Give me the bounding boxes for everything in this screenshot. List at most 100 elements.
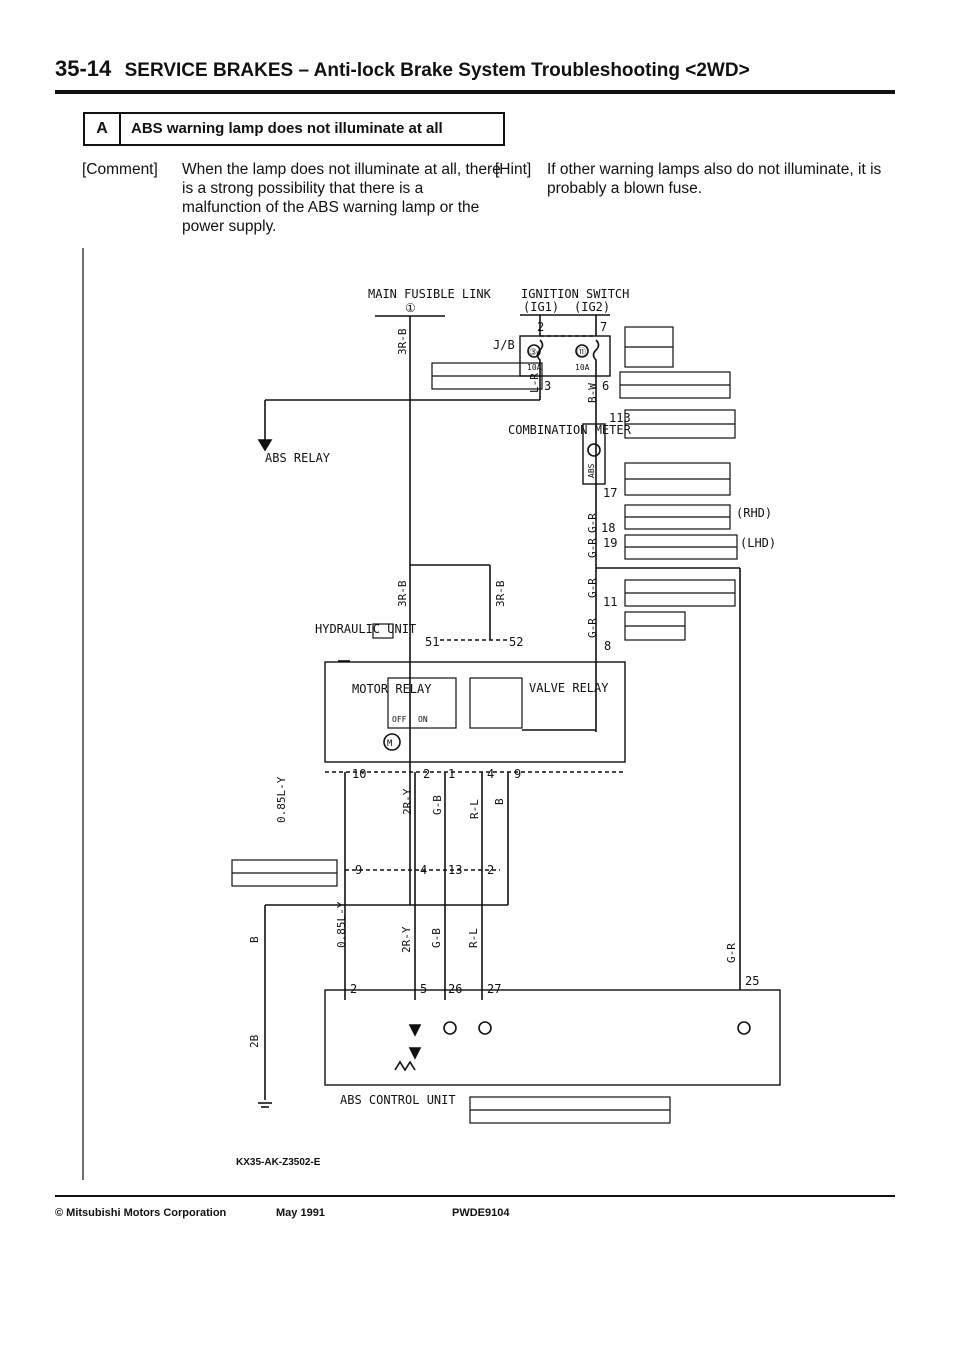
hydraulic-unit-box bbox=[324, 661, 626, 763]
main-fusible-link-label: MAIN FUSIBLE LINK bbox=[368, 287, 492, 301]
page-header: 35-14 SERVICE BRAKES – Anti-lock Brake S… bbox=[55, 56, 895, 82]
wire-2ry-label: 2R-Y bbox=[401, 788, 414, 815]
footer-date: May 1991 bbox=[276, 1207, 325, 1219]
valve-relay-box bbox=[469, 677, 523, 729]
pin-8: 8 bbox=[604, 639, 611, 653]
motor-relay-off: OFF bbox=[392, 715, 407, 724]
pin-4-hu: 4 bbox=[487, 767, 494, 781]
section-letter: A bbox=[85, 114, 121, 144]
ecu-transistor-3 bbox=[737, 1021, 751, 1035]
header-rule bbox=[55, 90, 895, 94]
wire-gr-1: G-R bbox=[586, 513, 599, 533]
ig2-label: (IG2) bbox=[574, 300, 610, 314]
wire-gr-2: G-R bbox=[586, 538, 599, 558]
fuse-a-rating: 10A bbox=[527, 363, 542, 372]
connector-pictograms bbox=[231, 326, 738, 1124]
mfl-number: ① bbox=[405, 301, 416, 315]
section-heading-box: A ABS warning lamp does not illuminate a… bbox=[83, 112, 505, 146]
wire-2ry-low: 2R-Y bbox=[400, 926, 413, 953]
ecu-diode-2 bbox=[408, 1047, 422, 1060]
fuse-a-element bbox=[536, 339, 544, 376]
abs-relay-label: ABS RELAY bbox=[265, 451, 331, 465]
wire-gb-label: G-B bbox=[431, 795, 444, 815]
motor-relay-box bbox=[387, 677, 457, 729]
hint-text: If other warning lamps also do not illum… bbox=[547, 161, 882, 197]
pin-5-ecu: 5 bbox=[420, 982, 427, 996]
pin-2-mid: 2 bbox=[487, 863, 494, 877]
pin-25-ecu: 25 bbox=[745, 974, 759, 988]
pin-10: 10 bbox=[352, 767, 366, 781]
pin-1-hu: 1 bbox=[448, 767, 455, 781]
wire-b-left-label: B bbox=[248, 936, 261, 943]
abs-lamp-label: ABS bbox=[587, 463, 596, 478]
motor-relay-label: MOTOR RELAY bbox=[352, 682, 432, 696]
pin-13-mid: 13 bbox=[448, 863, 462, 877]
valve-relay-label: VALVE RELAY bbox=[529, 681, 609, 695]
rhd-label: (RHD) bbox=[736, 506, 772, 520]
pin-9-mid: 9 bbox=[355, 863, 362, 877]
pin-113: 113 bbox=[609, 411, 631, 425]
wire-rl-label: R-L bbox=[468, 799, 481, 819]
motor-icon bbox=[383, 733, 401, 751]
wire-2b-label: 2B bbox=[248, 1034, 261, 1048]
combination-meter-box bbox=[582, 423, 606, 485]
pin-19: 19 bbox=[603, 536, 617, 550]
pin-17: 17 bbox=[603, 486, 617, 500]
wire-3rb-top: 3R-B bbox=[396, 328, 409, 355]
pin-2-ecu: 2 bbox=[350, 982, 357, 996]
combination-meter-label: COMBINATION METER bbox=[508, 423, 632, 437]
ecu-diode-1 bbox=[408, 1024, 422, 1037]
arrow-abs-relay bbox=[257, 439, 273, 452]
page-title: SERVICE BRAKES – Anti-lock Brake System … bbox=[124, 60, 750, 81]
ecu-transistor-2 bbox=[478, 1021, 492, 1035]
fuse-b-rating: 10A bbox=[575, 363, 590, 372]
wire-gb-low: G-B bbox=[430, 928, 443, 948]
pin-9-hu: 9 bbox=[514, 767, 521, 781]
wire-lr: L-R bbox=[528, 373, 541, 393]
abs-control-unit-box bbox=[324, 989, 781, 1086]
section-heading: ABS warning lamp does not illuminate at … bbox=[131, 120, 443, 137]
hint-label: [Hint] bbox=[495, 161, 532, 178]
wire-3rb-mid-left: 3R-B bbox=[396, 580, 409, 607]
footer-rule bbox=[55, 1195, 895, 1197]
fuse-b-circle bbox=[575, 344, 589, 358]
jb-label: J/B bbox=[493, 338, 515, 352]
footer-doc-number: PWDE9104 bbox=[452, 1207, 510, 1219]
ecu-transistor-1 bbox=[443, 1021, 457, 1035]
pin-27-ecu: 27 bbox=[487, 982, 501, 996]
hydraulic-unit-icon bbox=[372, 623, 394, 639]
lhd-label: (LHD) bbox=[740, 536, 776, 550]
fuse-b-element bbox=[592, 339, 600, 376]
wire-3rb-mid-right: 3R-B bbox=[494, 580, 507, 607]
pin-6: 6 bbox=[602, 379, 609, 393]
ig1-label: (IG1) bbox=[523, 300, 559, 314]
wire-gr-low: G-R bbox=[725, 943, 738, 963]
pin-11: 11 bbox=[603, 595, 617, 609]
fuse-b-number: ⑪ bbox=[577, 347, 586, 358]
fuse-a-number: ③ bbox=[529, 348, 537, 358]
pin-51: 51 bbox=[425, 635, 439, 649]
motor-relay-on: ON bbox=[418, 715, 428, 724]
wire-b-label: B bbox=[493, 798, 506, 805]
pin-52: 52 bbox=[509, 635, 523, 649]
comment-text: When the lamp does not illuminate at all… bbox=[182, 161, 501, 235]
hydraulic-unit-label: HYDRAULIC UNIT bbox=[315, 622, 416, 636]
pin-2-hu: 2 bbox=[423, 767, 430, 781]
pin-26-ecu: 26 bbox=[448, 982, 462, 996]
page-number: 35-14 bbox=[55, 56, 112, 81]
wire-085ly-label: 0.85L-Y bbox=[275, 776, 288, 823]
copyright: © Mitsubishi Motors Corporation bbox=[55, 1207, 227, 1219]
wire-gr-4: G-R bbox=[586, 618, 599, 638]
abs-control-unit-label: ABS CONTROL UNIT bbox=[340, 1093, 456, 1107]
abs-lamp-icon bbox=[587, 443, 601, 457]
pin-18: 18 bbox=[601, 521, 615, 535]
ignition-switch-label: IGNITION SWITCH bbox=[521, 287, 629, 301]
wire-gr-3: G-R bbox=[586, 578, 599, 598]
ecu-resistor bbox=[394, 1060, 416, 1072]
pin-3: 3 bbox=[544, 379, 551, 393]
figure-code: KX35-AK-Z3502-E bbox=[236, 1157, 321, 1168]
pin-7-top: 7 bbox=[600, 320, 607, 334]
wire-rl-low: R-L bbox=[467, 928, 480, 948]
motor-symbol: M bbox=[387, 739, 393, 749]
